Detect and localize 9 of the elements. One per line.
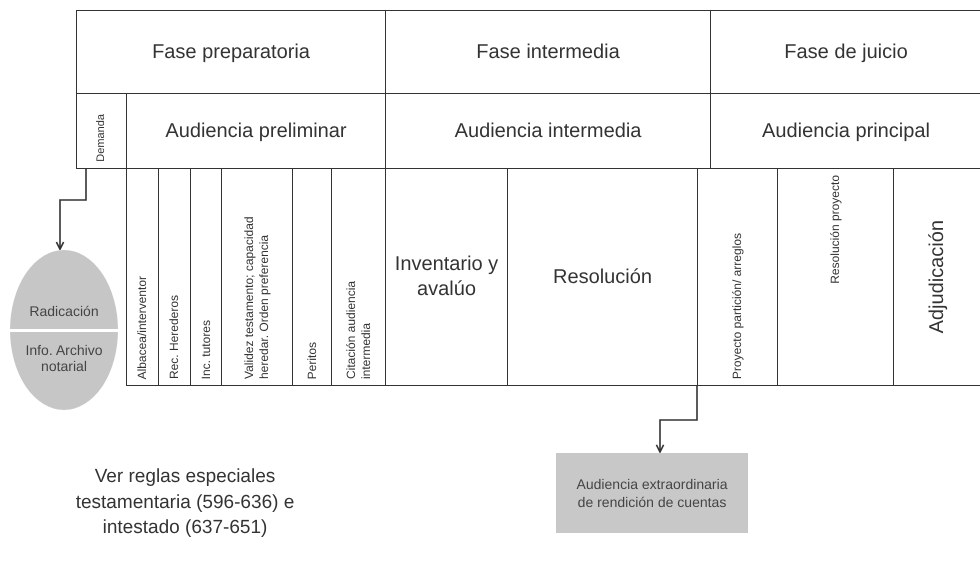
arrow xyxy=(56,169,87,250)
table-cell: Fase preparatoria xyxy=(76,10,386,94)
process-box: Audiencia extraordinaria de rendición de cuentas xyxy=(556,453,748,533)
ellipse-label: Info. Archivo notarial xyxy=(24,340,104,376)
table-cell: Demanda xyxy=(76,93,127,169)
arrow xyxy=(656,386,698,453)
table-cell: Albacea/interventor xyxy=(126,168,159,386)
ellipse-label: Radicación xyxy=(10,250,118,332)
note-text: Ver reglas especiales testamentaria (596-636) e intestado (637-651) xyxy=(74,465,296,540)
